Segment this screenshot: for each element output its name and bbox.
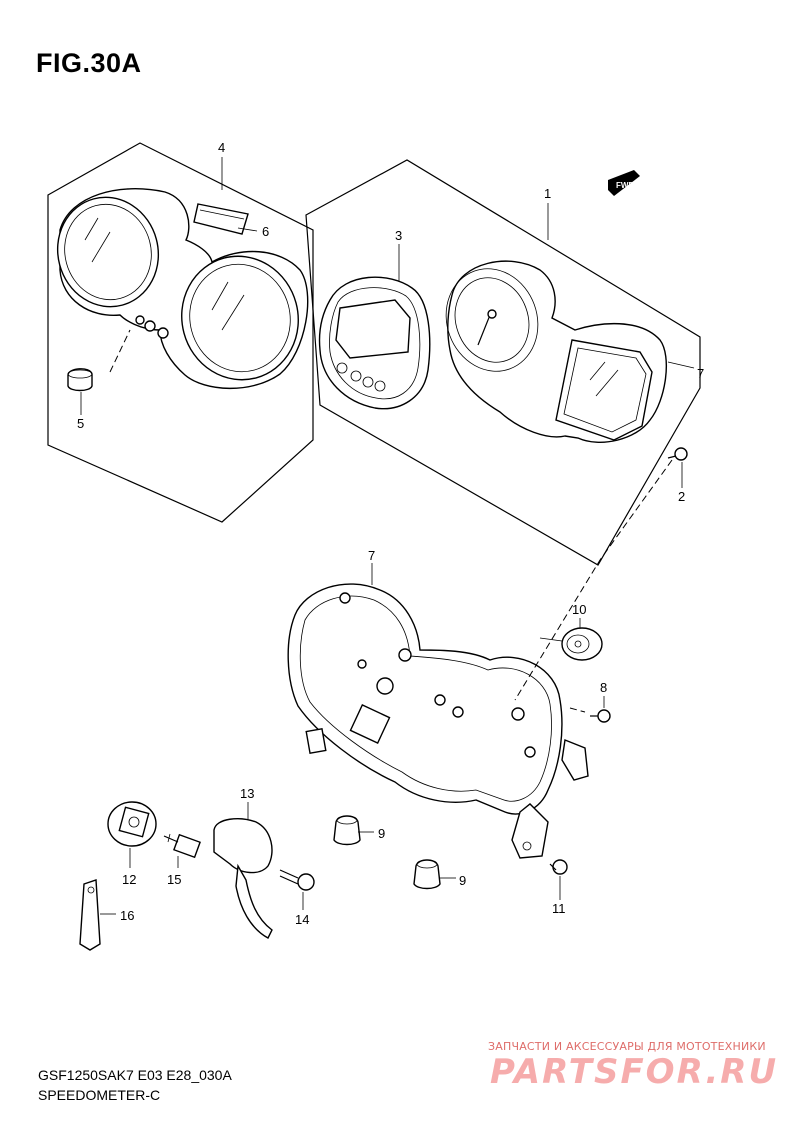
leader-lines <box>80 157 695 915</box>
part-6-plate <box>193 203 249 235</box>
callout-11: 11 <box>552 901 566 916</box>
part-4-meter-cover <box>56 188 309 389</box>
callout-3: 3 <box>395 228 402 243</box>
part-2-screw <box>667 447 688 461</box>
callout-2: 2 <box>678 489 685 504</box>
subassembly-box-cover <box>47 142 314 523</box>
part-7-meter-case <box>287 583 589 859</box>
callout-10: 10 <box>572 602 586 617</box>
watermark-logo: PARTSFOR.RU <box>490 1052 779 1092</box>
part-14-bolt <box>279 869 315 891</box>
part-16-strap <box>79 879 101 951</box>
part-11-screw <box>549 859 568 875</box>
part-13-sensor <box>213 818 273 939</box>
part-9-damper-a <box>333 815 361 846</box>
fwd-label: FWD <box>616 181 634 190</box>
part-12-bracket <box>107 801 157 847</box>
part-9-damper-b <box>413 859 441 890</box>
callout-9-b: 9 <box>459 873 466 888</box>
callout-4: 4 <box>218 140 225 155</box>
figure-title: FIG.30A <box>36 48 142 78</box>
callout-15: 15 <box>167 872 181 887</box>
part-1-meter-assembly <box>445 260 667 444</box>
callout-13: 13 <box>240 786 254 801</box>
section-name: SPEEDOMETER-C <box>38 1087 161 1103</box>
callout-12: 12 <box>122 872 136 887</box>
part-3-lcd-frame <box>318 276 431 410</box>
callout-7-lower: 7 <box>368 548 375 563</box>
callout-14: 14 <box>295 912 309 927</box>
callout-16: 16 <box>120 908 134 923</box>
part-5-cap <box>67 368 93 392</box>
callout-9-a: 9 <box>378 826 385 841</box>
forward-arrow-icon: FWD <box>608 170 640 196</box>
subassembly-box-meter <box>305 159 701 566</box>
callout-8: 8 <box>600 680 607 695</box>
callout-6: 6 <box>262 224 269 239</box>
part-8-screw <box>590 709 611 723</box>
callout-5: 5 <box>77 416 84 431</box>
callout-7-upper: 7 <box>697 366 704 381</box>
watermark-caption: ЗАПЧАСТИ И АКСЕССУАРЫ ДЛЯ МОТОТЕХНИКИ <box>488 1040 766 1053</box>
callout-1: 1 <box>544 186 551 201</box>
part-10-socket <box>561 627 603 661</box>
model-code: GSF1250SAK7 E03 E28_030A <box>38 1067 232 1083</box>
part-15-bolt <box>163 833 201 859</box>
